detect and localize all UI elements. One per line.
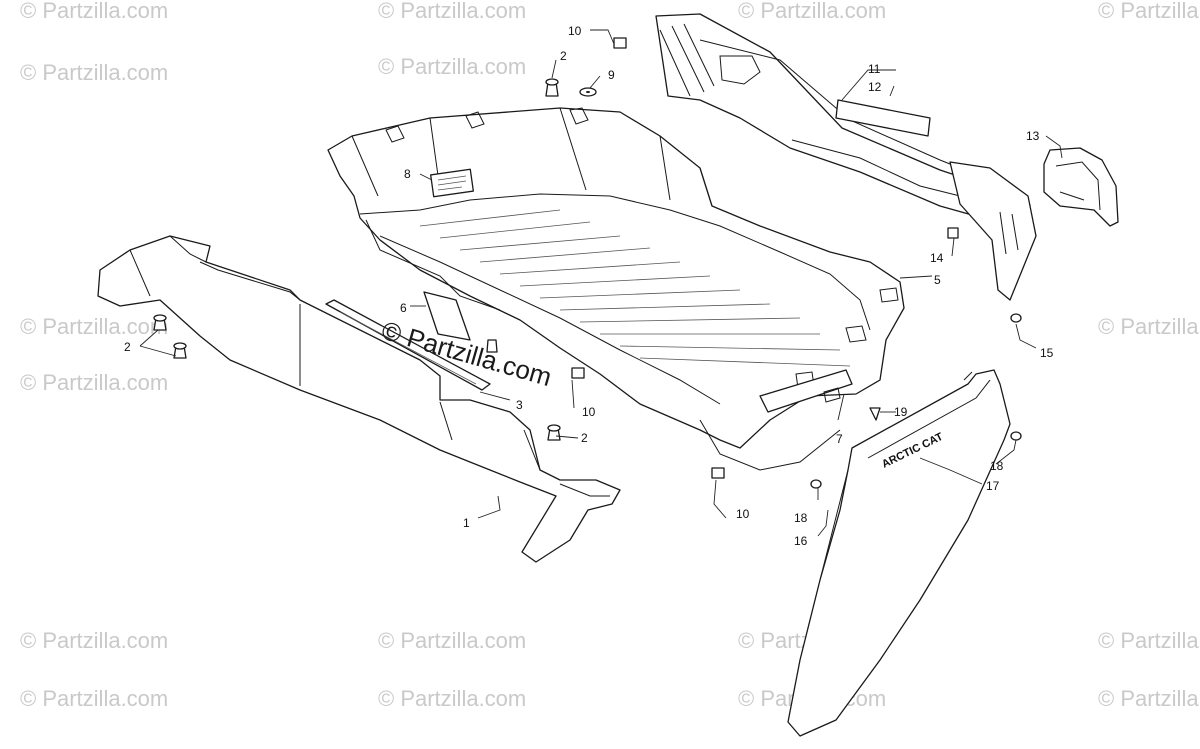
watermark: © Partzilla.com: [20, 628, 168, 653]
part-7-latch[interactable]: [759, 369, 853, 413]
part-19-screw[interactable]: [869, 407, 881, 421]
part-18-bolt[interactable]: [1010, 431, 1022, 441]
leader-lines: [139, 29, 1063, 537]
part-1-side-rail[interactable]: [97, 235, 621, 563]
part-3-trim-strip[interactable]: [325, 299, 491, 391]
watermark: © Partzilla.com: [20, 314, 168, 339]
watermark: © Partzilla.com: [20, 60, 168, 85]
watermark: © Partzilla.com: [378, 686, 526, 711]
part-2-screw[interactable]: [547, 424, 561, 441]
callout-17[interactable]: 17: [986, 479, 1000, 493]
part-6-plate[interactable]: [423, 291, 471, 341]
callout-1[interactable]: 1: [463, 516, 470, 530]
part-18-bolt[interactable]: [810, 479, 822, 489]
part-10-clip[interactable]: [613, 37, 627, 49]
callout-8[interactable]: 8: [404, 167, 411, 181]
callout-2[interactable]: 2: [560, 49, 567, 63]
callout-16[interactable]: 16: [794, 534, 808, 548]
part-2-screw[interactable]: [486, 339, 498, 353]
callout-14[interactable]: 14: [930, 251, 944, 265]
callout-11[interactable]: 11: [868, 62, 881, 76]
part-2-screw[interactable]: [153, 314, 167, 331]
part-12-decal[interactable]: [835, 99, 931, 137]
watermark: © Partzilla.com: [20, 370, 168, 395]
callout-13[interactable]: 13: [1026, 129, 1040, 143]
callout-3[interactable]: 3: [516, 398, 523, 412]
part-14-nut[interactable]: [947, 227, 959, 239]
part-10-clip[interactable]: [571, 367, 585, 379]
part-17-tailgate[interactable]: ARCTIC CAT: [787, 369, 1011, 737]
callouts: 1 2 2 2 3 5 6 7 8 9 10 10 10 11 12 13 14…: [124, 24, 1054, 548]
watermark: © Partzilla.com: [1098, 628, 1200, 653]
callout-10[interactable]: 10: [736, 507, 750, 521]
callout-5[interactable]: 5: [934, 273, 941, 287]
watermark: © Partzilla.com: [378, 54, 526, 79]
callout-12[interactable]: 12: [868, 80, 882, 94]
part-2-screw[interactable]: [545, 78, 559, 97]
watermark: © Partzilla.com: [378, 628, 526, 653]
watermark: © Partzilla.com: [1098, 314, 1200, 339]
callout-15[interactable]: 15: [1040, 346, 1054, 360]
callout-2[interactable]: 2: [124, 340, 131, 354]
part-8-cargo-box[interactable]: [327, 107, 905, 471]
fasteners: [153, 37, 1022, 489]
part-13-tail-light[interactable]: [1043, 147, 1119, 227]
callout-18[interactable]: 18: [794, 511, 808, 525]
part-10-clip[interactable]: [711, 467, 725, 479]
callout-7[interactable]: 7: [836, 432, 843, 446]
callout-18[interactable]: 18: [990, 459, 1004, 473]
part-15-bolt[interactable]: [1010, 313, 1022, 323]
callout-9[interactable]: 9: [608, 68, 615, 82]
watermark: © Partzilla.com: [20, 686, 168, 711]
watermark: © Partzilla.com: [1098, 0, 1200, 23]
part-9-washer[interactable]: [579, 87, 597, 97]
watermark: © Partzilla.com: [1098, 686, 1200, 711]
watermark: © Partzilla.com: [378, 0, 526, 23]
part-2-screw[interactable]: [173, 342, 187, 359]
callout-2[interactable]: 2: [581, 431, 588, 445]
callout-10[interactable]: 10: [568, 24, 582, 38]
part-rear-corner-panel[interactable]: [949, 161, 1037, 301]
callout-6[interactable]: 6: [400, 301, 407, 315]
callout-19[interactable]: 19: [894, 405, 908, 419]
watermark: © Partzilla.com: [20, 0, 168, 23]
watermark: © Partzilla.com: [738, 0, 886, 23]
callout-10[interactable]: 10: [582, 405, 596, 419]
